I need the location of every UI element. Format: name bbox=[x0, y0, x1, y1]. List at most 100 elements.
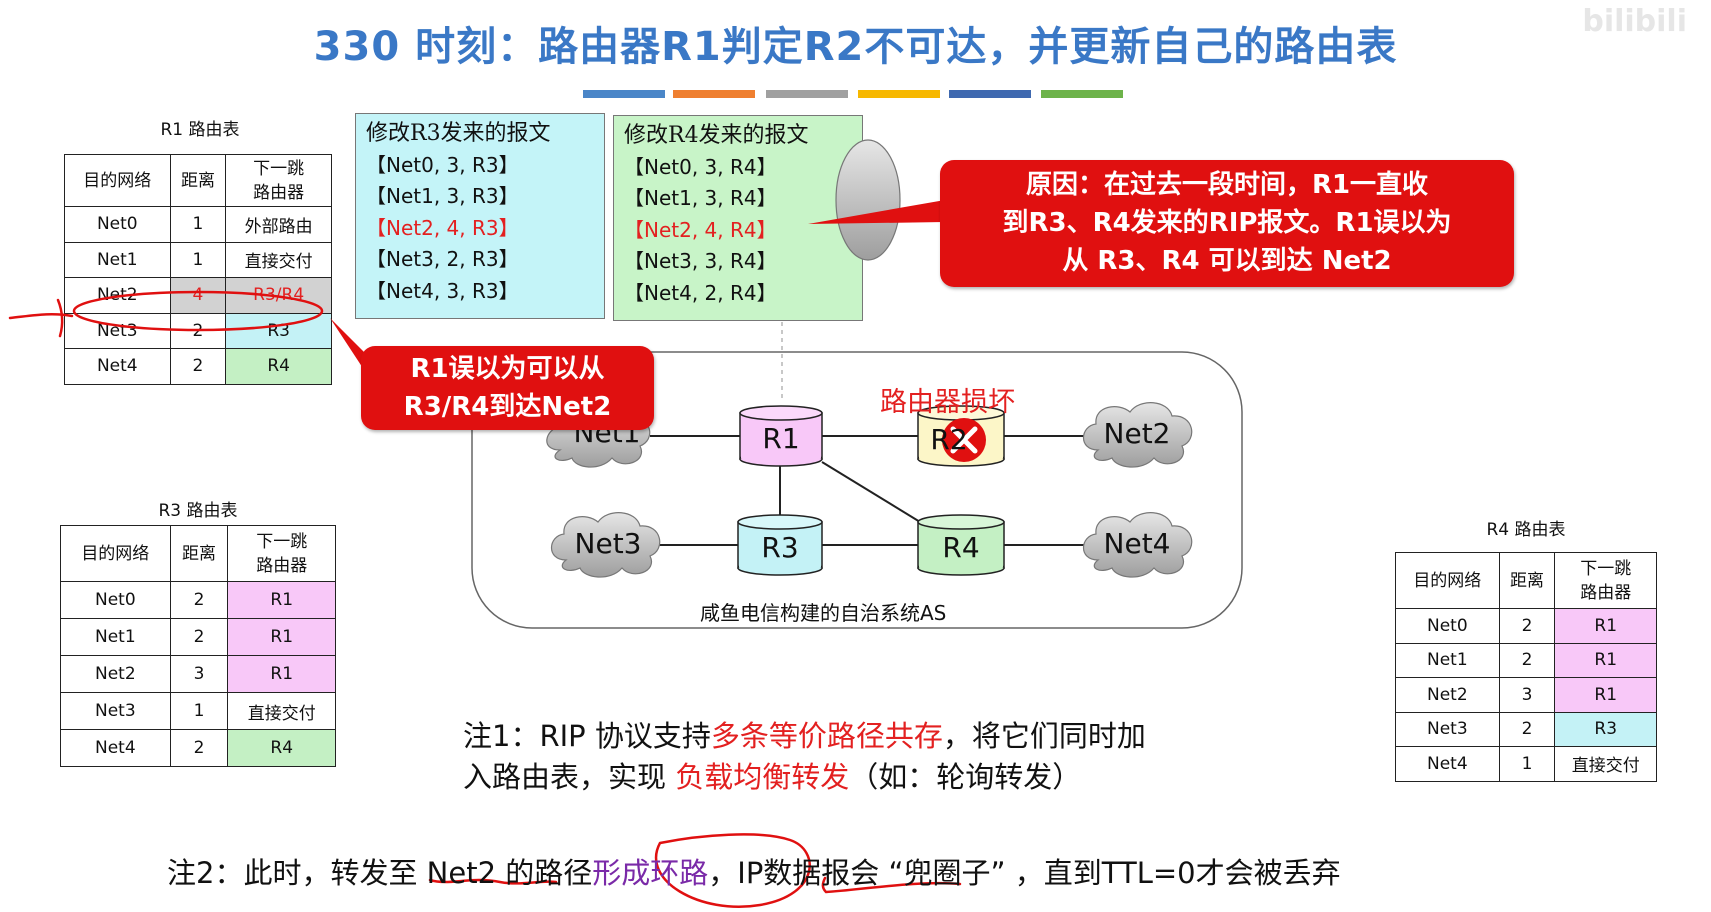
note-1-highlight: 负载均衡转发 bbox=[675, 760, 850, 794]
cell-dist: 2 bbox=[1498, 711, 1556, 747]
r4-message-box: 修改R4发来的报文【Net0, 3, R4】【Net1, 3, R4】【Net2… bbox=[613, 115, 863, 321]
header-next: 下一跳 路由器 bbox=[227, 525, 336, 582]
cell-next: R3/R4 bbox=[225, 277, 332, 314]
cell-dist: 2 bbox=[1498, 642, 1556, 678]
cell-dist: 1 bbox=[169, 241, 227, 278]
reason-line: 原因：在过去一段时间，R1一直收 bbox=[1025, 170, 1429, 200]
reason-callout-tail bbox=[808, 200, 945, 224]
message-line: 【Net0, 3, R4】 bbox=[624, 154, 777, 179]
cell-dest: Net3 bbox=[60, 692, 171, 730]
header-dest: 目的网络 bbox=[60, 525, 171, 582]
reason-callout: 原因：在过去一段时间，R1一直收 到R3、R4发来的RIP报文。R1误以为 从 … bbox=[940, 160, 1514, 287]
header-next: 下一跳 路由器 bbox=[1554, 552, 1657, 609]
table-header-row: 目的网络距离下一跳 路由器 bbox=[64, 154, 332, 207]
cell-next: R1 bbox=[1554, 608, 1657, 644]
watermark-logo: bilibili bbox=[1582, 4, 1687, 39]
cell-dist: 2 bbox=[169, 618, 229, 656]
cell-dest: Net0 bbox=[1395, 608, 1500, 644]
router-r1 bbox=[739, 405, 823, 467]
r4-label: R4 bbox=[942, 531, 980, 564]
cell-next: 直接交付 bbox=[227, 692, 336, 730]
cell-dist: 3 bbox=[1498, 677, 1556, 713]
cell-dist: 1 bbox=[1498, 746, 1556, 782]
hidden-cloud bbox=[835, 139, 901, 261]
note-2-highlight: 形成环路 bbox=[592, 856, 709, 890]
message-line: 【Net3, 2, R3】 bbox=[366, 247, 519, 271]
cell-dest: Net2 bbox=[1395, 677, 1500, 713]
color-bar bbox=[1041, 90, 1123, 98]
color-bar bbox=[949, 90, 1031, 98]
message-line: 【Net0, 3, R3】 bbox=[366, 152, 519, 177]
note-2: 注2：此时，转发至 Net2 的路径形成环路，IP数据报会 “兜圈子” ，直到T… bbox=[167, 850, 1341, 892]
message-line: 【Net4, 2, R4】 bbox=[624, 280, 777, 305]
table-header-row: 目的网络距离下一跳 路由器 bbox=[1395, 552, 1657, 609]
cell-dist: 2 bbox=[1498, 608, 1556, 644]
cell-dist: 2 bbox=[169, 581, 229, 619]
cell-next: R1 bbox=[1554, 642, 1657, 678]
router-r3 bbox=[737, 514, 823, 576]
cell-next: 直接交付 bbox=[1554, 746, 1657, 782]
r2-label: R2 bbox=[930, 423, 968, 456]
r3-table-caption: R3 路由表 bbox=[158, 501, 238, 521]
color-bar bbox=[766, 90, 848, 98]
message-line: 【Net1, 3, R4】 bbox=[624, 186, 777, 210]
page-title: 330 时刻：路由器R1判定R2不可达，并更新自己的路由表 bbox=[313, 24, 1398, 70]
r4-table-caption: R4 路由表 bbox=[1486, 520, 1566, 540]
note-1-line-1: 注1：RIP 协议支持多条等价路径共存，将它们同时加 bbox=[463, 713, 1146, 755]
note-2-text: ，IP数据报会 “兜圈子” ，直到TTL=0才会被丢弃 bbox=[708, 856, 1341, 890]
cell-dest: Net4 bbox=[60, 729, 171, 767]
cell-dest: Net0 bbox=[60, 581, 171, 619]
cloud-net4 bbox=[1082, 512, 1193, 578]
net4-label: Net4 bbox=[1103, 527, 1171, 560]
note-2-text: 注2：此时，转发至 Net2 的路径 bbox=[167, 856, 593, 890]
mistake-line: R1误以为可以从 bbox=[410, 354, 605, 384]
reason-line: 到R3、R4发来的RIP报文。R1误以为 bbox=[1002, 208, 1452, 238]
message-line: 【Net1, 3, R3】 bbox=[366, 184, 519, 208]
header-dist: 距离 bbox=[169, 525, 229, 582]
header-next: 下一跳 路由器 bbox=[225, 154, 332, 207]
broken-router-label: 路由器损坏 bbox=[880, 387, 1015, 418]
cloud-net2 bbox=[1082, 402, 1193, 468]
header-dest: 目的网络 bbox=[64, 154, 171, 207]
cell-dest: Net4 bbox=[1395, 746, 1500, 782]
cell-dist: 1 bbox=[169, 206, 227, 243]
cell-next: R3 bbox=[1554, 711, 1657, 747]
router-r4 bbox=[917, 514, 1005, 576]
broken-x-icon bbox=[942, 418, 986, 462]
note-1-text: 入路由表，实现 bbox=[463, 760, 676, 794]
cell-next: 直接交付 bbox=[225, 241, 332, 278]
cell-next: R4 bbox=[225, 348, 332, 385]
color-bar bbox=[583, 90, 665, 98]
message-title: 修改R3发来的报文 bbox=[366, 121, 551, 146]
note-1-line-2: 入路由表，实现 负载均衡转发（如：轮询转发） bbox=[463, 754, 1081, 796]
cell-next: R4 bbox=[227, 729, 336, 767]
cell-next: R1 bbox=[227, 581, 336, 619]
cell-dest: Net4 bbox=[64, 348, 171, 385]
links bbox=[650, 435, 1090, 546]
reason-line: 从 R3、R4 可以到达 Net2 bbox=[1062, 246, 1392, 276]
cell-dest: Net1 bbox=[60, 618, 171, 656]
note-1-text: （如：轮询转发） bbox=[849, 760, 1082, 794]
header-dist: 距离 bbox=[1498, 552, 1556, 609]
net3-label: Net3 bbox=[574, 527, 642, 560]
as-boundary bbox=[471, 351, 1243, 629]
note-1-highlight: 多条等价路径共存 bbox=[710, 719, 943, 753]
as-label: 咸鱼电信构建的自治系统AS bbox=[700, 601, 947, 625]
cell-dist: 1 bbox=[169, 692, 229, 730]
